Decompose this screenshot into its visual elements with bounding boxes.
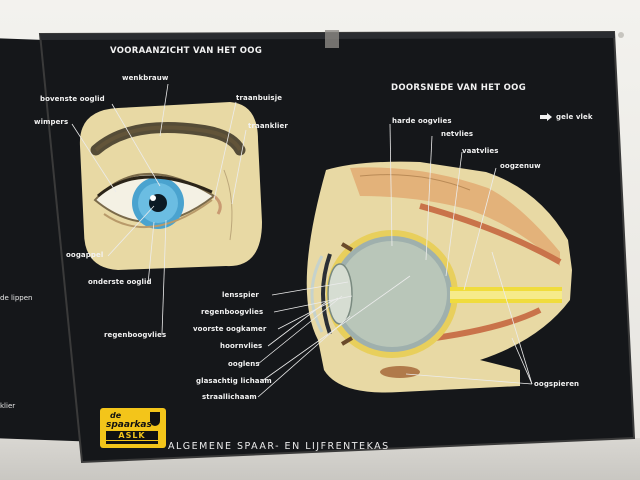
label-voorste-oogkamer: voorste oogkamer [193, 325, 267, 333]
label-bovenste-ooglid: bovenste ooglid [40, 95, 105, 103]
label-harde-oogvlies: harde oogvlies [392, 117, 452, 125]
cross-section-title: DOORSNEDE VAN HET OOG [391, 83, 526, 93]
back-board-label-lippen: de lippen [0, 294, 33, 302]
front-view-title: VOORAANZICHT VAN HET OOG [110, 46, 263, 56]
logo-line-de: de [110, 411, 122, 420]
label-oogzenuw: oogzenuw [500, 162, 541, 170]
poster-footer: ALGEMENE SPAAR- EN LIJFRENTEKAS [168, 441, 390, 452]
logo-line-spaarkas: spaarkas [106, 420, 152, 430]
cross-section-eye-illustration [306, 161, 572, 393]
logo-line-aslk: ASLK [106, 431, 158, 440]
front-view-eye-illustration [79, 102, 263, 270]
label-regenboogvlies-section: regenboogvlies [201, 308, 264, 316]
arrow-right-icon [540, 113, 552, 121]
label-lensspier: lensspier [222, 291, 259, 299]
label-ooglens: ooglens [228, 360, 260, 368]
label-glasachtig-lichaam: glasachtig lichaam [196, 377, 272, 385]
label-gele-vlek: gele vlek [556, 113, 593, 121]
label-regenboogvlies-front: regenboogvlies [104, 331, 167, 339]
aslk-logo: de spaarkas ASLK [100, 408, 166, 448]
logo-underline [106, 441, 158, 444]
label-hoornvlies: hoornvlies [220, 342, 263, 350]
label-traanbuisje: traanbuisje [236, 94, 283, 102]
label-traanklier: traanklier [248, 122, 288, 130]
label-wenkbrauw: wenkbrauw [122, 74, 169, 82]
label-oogappel: oogappel [66, 251, 104, 259]
label-onderste-ooglid: onderste ooglid [88, 278, 152, 286]
label-straallichaam: straallichaam [202, 393, 257, 401]
label-wimpers: wimpers [34, 118, 69, 126]
label-netvlies: netvlies [441, 130, 474, 138]
label-oogspieren: oogspieren [534, 380, 580, 388]
back-board-label-klier: klier [0, 402, 16, 410]
label-vaatvlies: vaatvlies [462, 147, 499, 155]
crest-icon [150, 412, 160, 426]
